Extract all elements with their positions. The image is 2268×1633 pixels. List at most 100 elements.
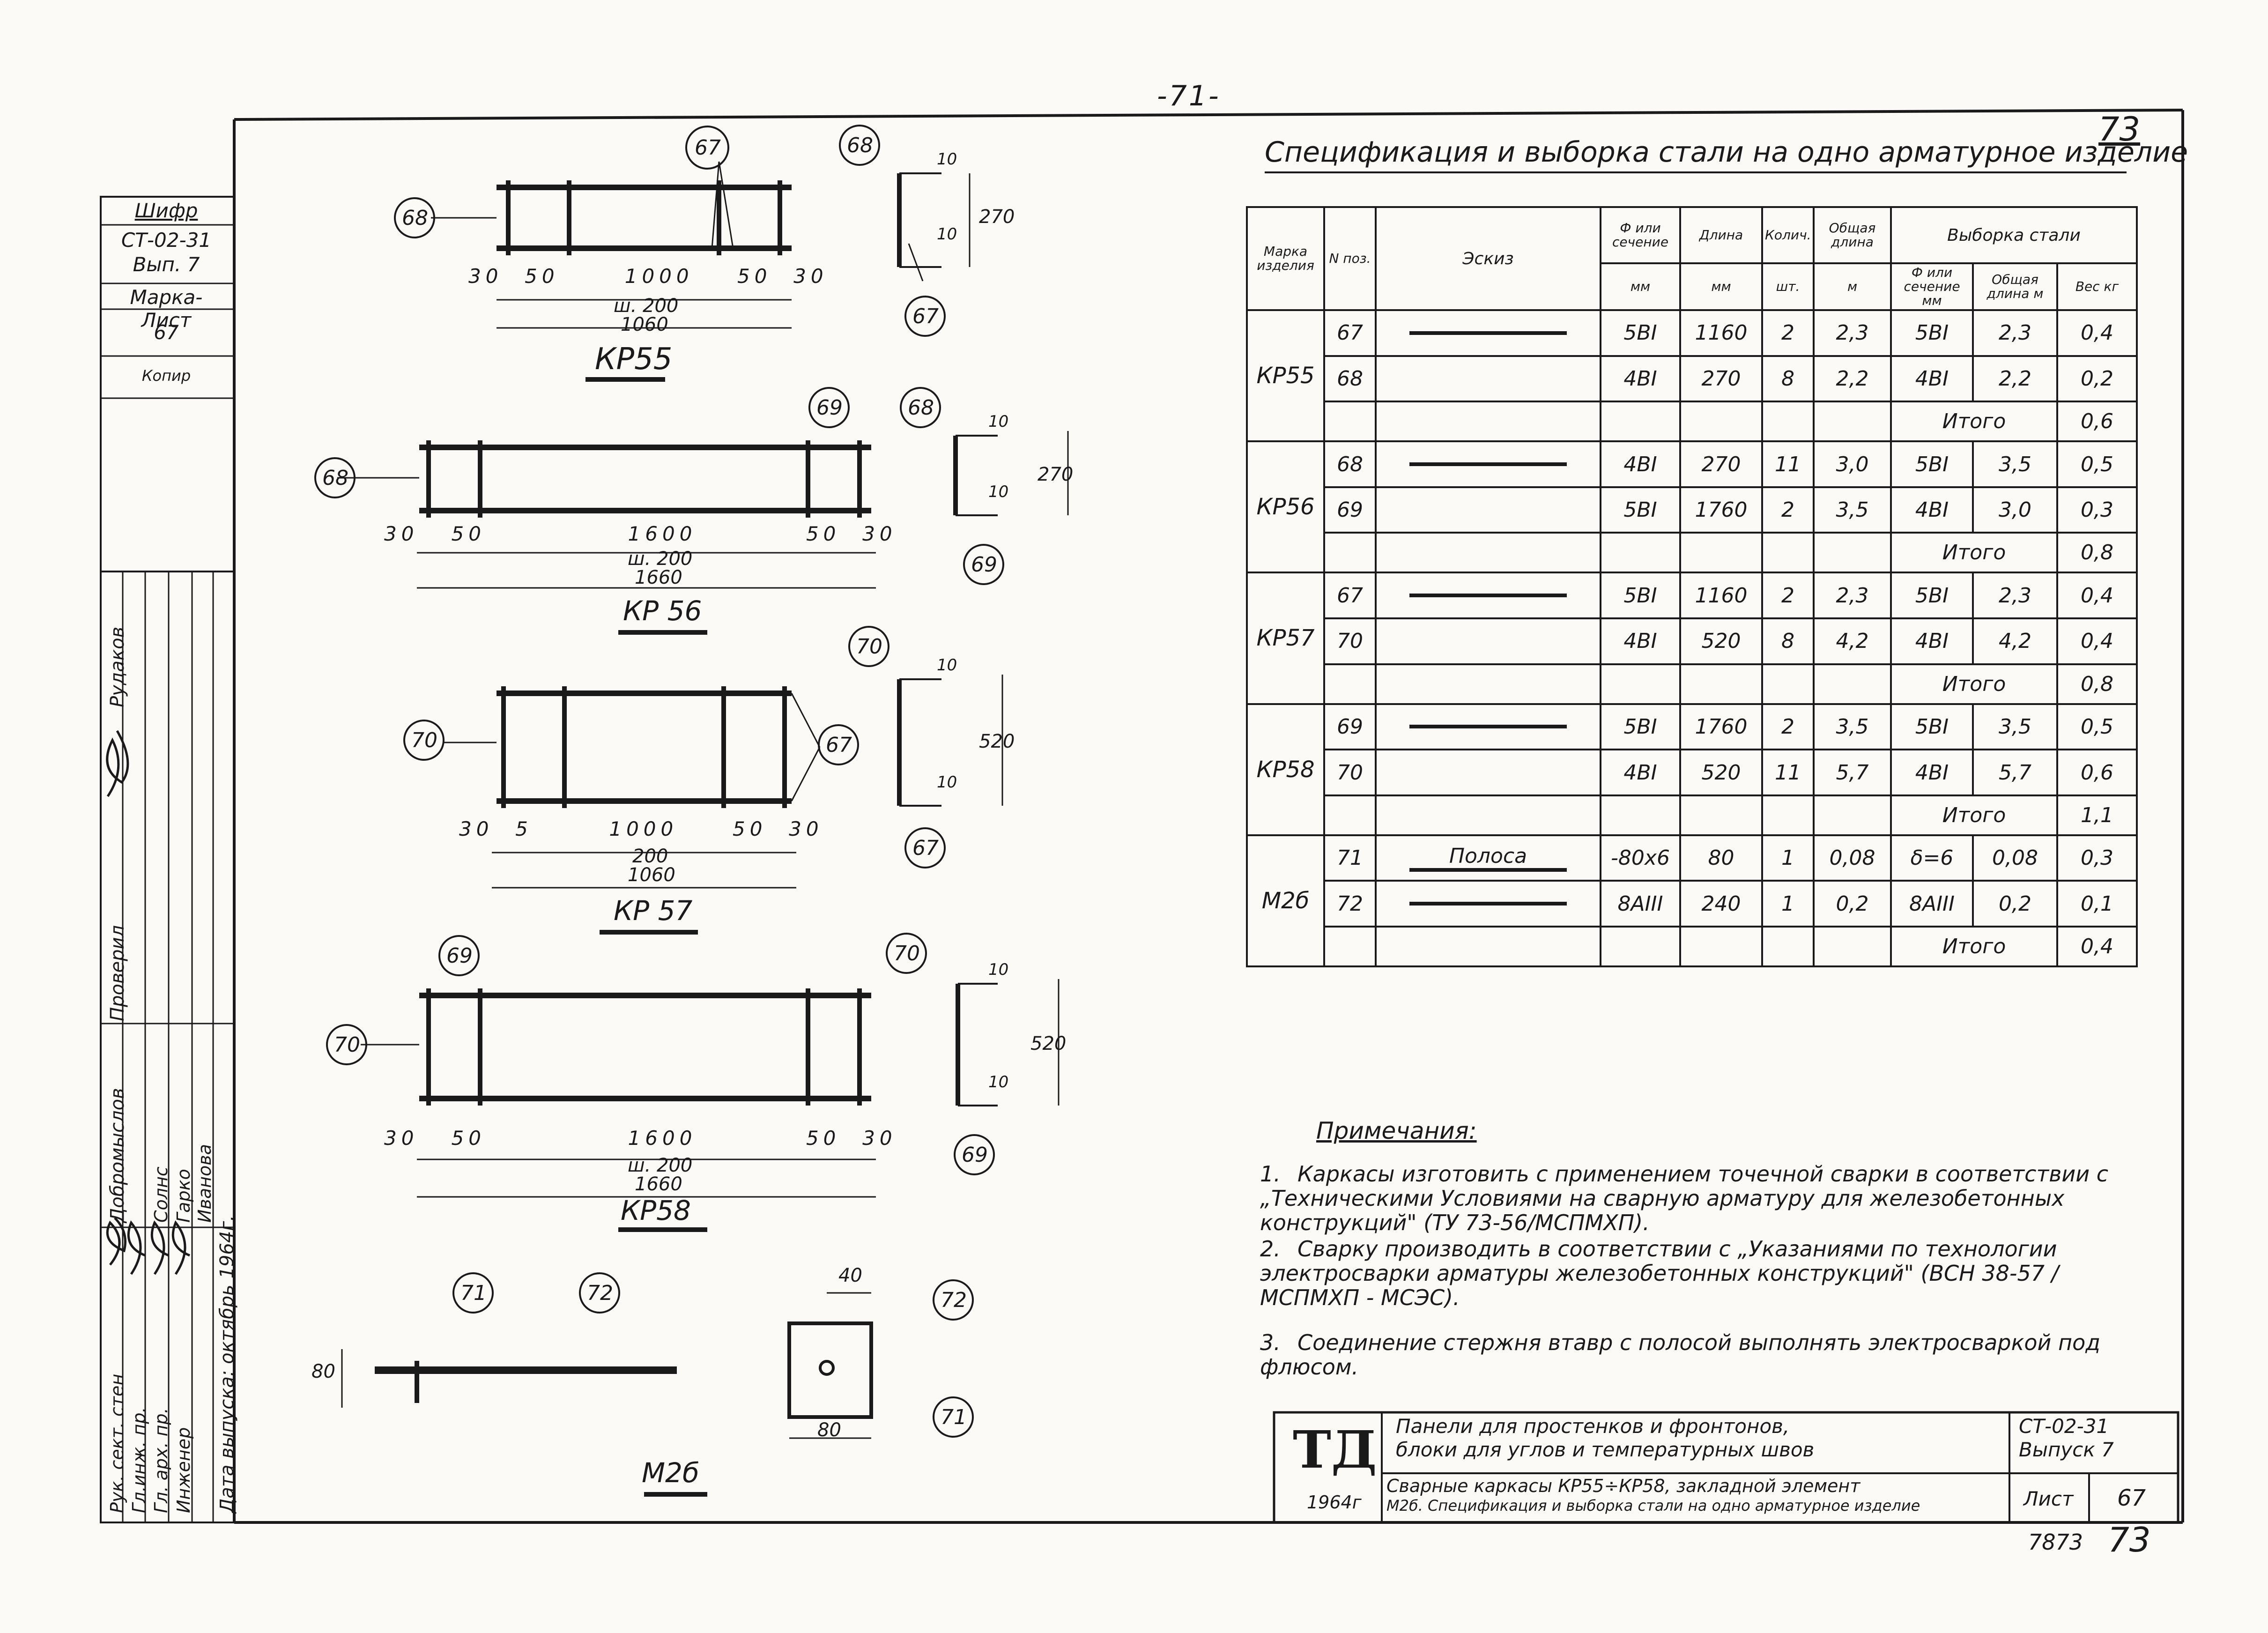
sketch-bar-line — [1409, 331, 1567, 335]
page-number: -71- — [1157, 80, 1221, 112]
kp57-section-dim-3: 520 — [979, 731, 1015, 752]
kp57-section-drawing — [848, 626, 1003, 868]
spec-empty-cell — [1813, 532, 1892, 574]
kp56-section-dim-2: 10 — [988, 482, 1009, 501]
spec-pos-cell: 72 — [1323, 880, 1377, 928]
spec-subtotal-value: 0,8 — [2056, 532, 2138, 574]
title-block-sheet-label: Лист — [2023, 1487, 2074, 1510]
spec-qty-cell: 2 — [1761, 486, 1815, 534]
th-selection: Выборка стали — [1890, 206, 2138, 264]
kp56-frame-drawing — [314, 387, 876, 635]
spec-sel-weight-cell: 0,5 — [2056, 703, 2138, 751]
footer-page: 73 — [2108, 1520, 2151, 1559]
spec-empty-cell — [1323, 926, 1377, 967]
title-block-subtitle1: Сварные каркасы КР55÷КР58, закладной эле… — [1386, 1476, 1860, 1496]
spec-diam-cell: 5ВI — [1600, 486, 1681, 534]
kp56-width: ш. 200 — [628, 548, 693, 570]
kp56-callout-left: 68 — [322, 466, 348, 490]
title-block-line2: блоки для углов и температурных швов — [1396, 1438, 1815, 1461]
spec-empty-cell — [1600, 926, 1681, 967]
title-block-code: СТ-02-31 — [2019, 1415, 2109, 1438]
spec-length-cell: 1160 — [1679, 572, 1763, 620]
spec-mark-cell: КР58 — [1246, 703, 1325, 836]
kp58-dims: 30 50 1600 50 30 — [384, 1127, 897, 1150]
spec-length-cell: 80 — [1679, 834, 1763, 882]
kp58-section-callout-bottom: 69 — [962, 1143, 988, 1167]
kp55-section-callout-bottom: 67 — [912, 304, 939, 328]
kp58-label: КР58 — [621, 1195, 691, 1226]
note-1: 1.Каркасы изготовить с применением точеч… — [1260, 1161, 2109, 1235]
kp55-callout-top: 67 — [695, 136, 721, 160]
spec-total-cell: 2,2 — [1813, 355, 1892, 403]
spec-empty-cell — [1600, 663, 1681, 705]
spec-empty-cell — [1679, 926, 1763, 967]
m26-plate-dim-1: 40 — [838, 1265, 862, 1286]
spec-qty-cell: 8 — [1761, 617, 1815, 665]
stamp-person-1: Солнс — [151, 1166, 171, 1223]
th-diam-unit: мм — [1600, 262, 1681, 311]
spec-pos-cell: 69 — [1323, 703, 1377, 751]
spec-sel-len-cell: 0,2 — [1972, 880, 2058, 928]
spec-mark-cell: КР56 — [1246, 440, 1325, 574]
sketch-label: Полоса — [1449, 844, 1527, 868]
stamp-role-2: Гл.инж. пр. — [129, 1407, 149, 1513]
spec-sel-weight-cell: 0,4 — [2056, 617, 2138, 665]
spec-qty-cell: 1 — [1761, 880, 1815, 928]
spec-empty-cell — [1761, 532, 1815, 574]
title-block-year: 1964г — [1307, 1492, 1362, 1513]
kp56-section-drawing — [900, 387, 1069, 585]
notes-title: Примечания: — [1316, 1117, 1477, 1144]
stamp-person-2: Гарко — [173, 1169, 194, 1223]
signature-3 — [127, 1220, 146, 1275]
kp56-dims: 30 50 1600 50 30 — [384, 522, 897, 545]
stamp-person-3: Иванова — [194, 1144, 215, 1223]
spec-empty-cell — [1375, 401, 1601, 443]
spec-title: Спецификация и выборка стали на одно арм… — [1265, 136, 2188, 173]
spec-empty-cell — [1679, 401, 1763, 443]
kp55-total: 1060 — [621, 314, 668, 335]
spec-sel-len-cell: 0,08 — [1972, 834, 2058, 882]
spec-sel-diam-cell: 4ВI — [1890, 486, 1974, 534]
kp56-label: КР 56 — [623, 595, 702, 627]
spec-empty-cell — [1323, 794, 1377, 836]
spec-sel-len-cell: 3,5 — [1972, 703, 2058, 751]
spec-subtotal-value: 0,4 — [2056, 926, 2138, 967]
spec-total-cell: 5,7 — [1813, 749, 1892, 796]
spec-total-cell: 2,3 — [1813, 572, 1892, 620]
spec-qty-cell: 2 — [1761, 572, 1815, 620]
spec-total-cell: 0,08 — [1813, 834, 1892, 882]
stamp-issue: Вып. 7 — [133, 253, 200, 276]
stamp-cipher-label: Шифр — [134, 199, 198, 222]
m26-label: М2б — [642, 1457, 699, 1489]
kp58-section-drawing — [886, 933, 1060, 1175]
spec-qty-cell: 2 — [1761, 703, 1815, 751]
spec-empty-cell — [1761, 401, 1815, 443]
spec-empty-cell — [1600, 401, 1681, 443]
spec-mark-cell: КР57 — [1246, 572, 1325, 705]
th-pos: N поз. — [1323, 206, 1377, 311]
spec-sel-diam-cell: 8AIII — [1890, 880, 1974, 928]
spec-empty-cell — [1813, 663, 1892, 705]
spec-sel-weight-cell: 0,4 — [2056, 309, 2138, 357]
spec-sketch-cell — [1375, 355, 1601, 403]
sketch-bar-line — [1409, 902, 1567, 906]
spec-total-cell: 3,0 — [1813, 440, 1892, 488]
spec-diam-cell: 8AIII — [1600, 880, 1681, 928]
spec-diam-cell: 5ВI — [1600, 309, 1681, 357]
title-block-logo: ТД — [1293, 1419, 1377, 1480]
spec-diam-cell: -80х6 — [1600, 834, 1681, 882]
kp58-total: 1660 — [635, 1173, 682, 1195]
m26-plate-dim-2: 80 — [817, 1419, 841, 1441]
kp55-callout-left: 68 — [402, 206, 428, 230]
kp57-callout-left: 70 — [411, 728, 437, 752]
title-block-sheet-value: 67 — [2117, 1485, 2146, 1511]
signature-2 — [106, 1217, 126, 1266]
